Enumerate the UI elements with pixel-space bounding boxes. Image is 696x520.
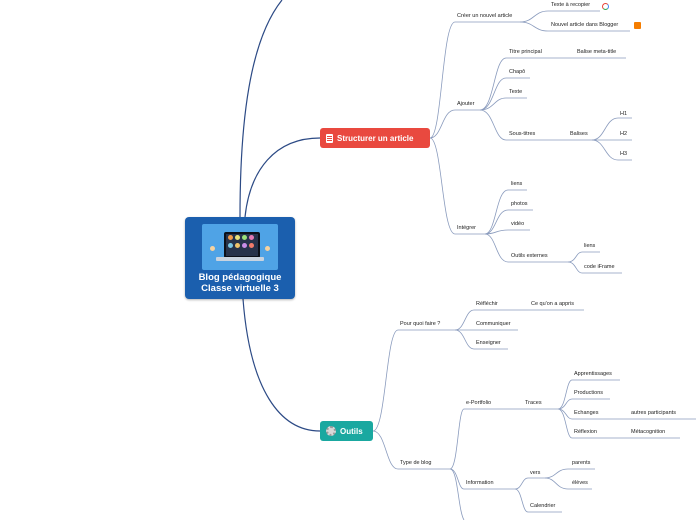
- topic-integrer[interactable]: Intégrer: [457, 225, 476, 231]
- topic-traces[interactable]: Traces: [525, 400, 542, 406]
- connector-outils-pourquoi: [372, 329, 455, 432]
- topic-chapo[interactable]: Chapô: [509, 69, 526, 75]
- topic-ajouter[interactable]: Ajouter: [457, 101, 475, 107]
- topic-liens-externes[interactable]: liens: [584, 243, 596, 249]
- avatar-dot: [235, 243, 240, 248]
- topic-echanges[interactable]: Echanges: [574, 410, 599, 416]
- topic-vers[interactable]: vers: [530, 470, 541, 476]
- connector-structurer-integrer: [429, 137, 485, 235]
- connector-root-structurer: [244, 137, 321, 218]
- topic-apprentissages[interactable]: Apprentissages: [574, 371, 612, 377]
- topic-reflechir[interactable]: Réfléchir: [476, 301, 498, 307]
- topic-video[interactable]: vidéo: [511, 221, 525, 227]
- avatar-dot: [249, 243, 254, 248]
- topic-e-portfolio[interactable]: e-Portfolio: [466, 400, 492, 406]
- topic-photos[interactable]: photos: [511, 201, 528, 207]
- avatar-dot: [249, 235, 254, 240]
- topic-calendrier[interactable]: Calendrier: [530, 503, 556, 509]
- topic-creer-article[interactable]: Créer un nouvel article: [457, 13, 513, 19]
- topic-sous-titres[interactable]: Sous-titres: [509, 131, 536, 137]
- topic-communiquer[interactable]: Communiquer: [476, 321, 511, 327]
- branch-structurer-article[interactable]: Structurer un article: [320, 128, 430, 148]
- topic-h2[interactable]: H2: [620, 131, 628, 137]
- topic-balise-meta-title[interactable]: Balise meta-title: [577, 49, 617, 55]
- avatar-dot: [242, 235, 247, 240]
- topic-parents[interactable]: parents: [572, 460, 591, 466]
- topic-autres-participants[interactable]: autres participants: [631, 410, 676, 416]
- topic-h1[interactable]: H1: [620, 111, 628, 117]
- laptop-base: [216, 257, 264, 261]
- avatar-dot: [210, 246, 215, 251]
- connector-root-top: [239, 0, 283, 218]
- connector-root-outils: [242, 298, 321, 432]
- blogger-icon: [634, 22, 641, 29]
- branch-outils[interactable]: Outils: [320, 421, 373, 441]
- topic-h3[interactable]: H3: [620, 151, 628, 157]
- document-icon: [326, 133, 333, 143]
- topic-eleves[interactable]: élèves: [572, 480, 588, 486]
- topic-texte-recopier[interactable]: Texte à recopier: [551, 2, 591, 8]
- topic-liens[interactable]: liens: [511, 181, 523, 187]
- classroom-image: [202, 224, 278, 270]
- avatar-dot: [228, 243, 233, 248]
- branch-outils-label: Outils: [340, 426, 363, 436]
- avatar-dot: [265, 246, 270, 251]
- avatar-dot: [235, 235, 240, 240]
- topic-metacognition[interactable]: Métacognition: [631, 429, 666, 435]
- branch-structurer-label: Structurer un article: [337, 133, 414, 143]
- topic-titre-principal[interactable]: Titre principal: [509, 49, 542, 55]
- gear-icon: [326, 426, 336, 436]
- topic-reflexion[interactable]: Réflexion: [574, 429, 597, 435]
- avatar-dot: [242, 243, 247, 248]
- topic-information[interactable]: Information: [466, 480, 494, 486]
- avatar-dot: [228, 235, 233, 240]
- topic-enseigner[interactable]: Enseigner: [476, 340, 501, 346]
- topic-productions[interactable]: Productions: [574, 390, 604, 396]
- google-icon: [602, 3, 609, 10]
- topic-type-de-blog[interactable]: Type de blog: [400, 460, 432, 466]
- topic-pour-quoi-faire[interactable]: Pour quoi faire ?: [400, 321, 441, 327]
- topic-nouvel-article-blogger[interactable]: Nouvel article dans Blogger: [551, 22, 619, 28]
- topic-code-iframe[interactable]: code iFrame: [584, 264, 615, 270]
- topic-texte[interactable]: Texte: [509, 89, 523, 95]
- topic-outils-externes[interactable]: Outils externes: [511, 253, 548, 259]
- connector-outils-type: [372, 430, 450, 470]
- connector-structurer-ajouter: [429, 109, 480, 139]
- topic-balises[interactable]: Balises: [570, 131, 588, 137]
- topic-ce-quon-a-appris[interactable]: Ce qu'on a appris: [531, 301, 574, 307]
